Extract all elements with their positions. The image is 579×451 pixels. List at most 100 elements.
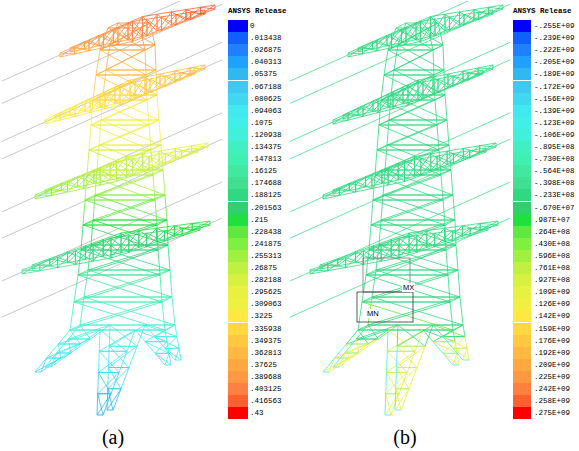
tower-member: [435, 95, 445, 100]
legend-value: -.139E+09: [534, 105, 575, 117]
tower-member: [77, 177, 78, 187]
legend-value: .403125: [250, 383, 282, 395]
tower-member: [85, 239, 103, 259]
tower-member: [356, 339, 378, 340]
tower-member: [145, 77, 146, 94]
tower-member: [94, 163, 110, 183]
tower-member: [333, 353, 359, 367]
tower-member: [444, 228, 445, 242]
legend-swatch: [513, 141, 531, 153]
tower-member: [160, 270, 170, 275]
conductor-wire: [290, 60, 510, 159]
tower-member: [433, 45, 443, 50]
tower-member: [157, 14, 158, 31]
tower-member: [90, 325, 110, 339]
tower-member: [192, 223, 193, 230]
tower-member: [480, 223, 498, 225]
tower-member: [445, 14, 446, 31]
tower-member: [157, 12, 172, 14]
tower-member: [93, 95, 103, 100]
tower-member: [157, 95, 159, 120]
tower-member: [150, 86, 165, 92]
tower-member: [398, 157, 414, 181]
legend-value: .174688: [250, 177, 282, 189]
legend-value: .258E+09: [534, 395, 570, 407]
legend-value: -.730E+08: [534, 153, 575, 165]
tower-member: [463, 71, 464, 81]
tower-member: [60, 113, 61, 120]
legend-swatch: [228, 274, 248, 286]
tower-member: [99, 29, 114, 35]
tower-member: [106, 45, 155, 70]
tower-member: [85, 200, 155, 201]
tower-member: [480, 221, 498, 231]
tower-member: [145, 50, 146, 75]
tower-member: [175, 148, 176, 158]
tower-member: [447, 148, 463, 164]
legend-swatch: [228, 44, 248, 56]
legend-swatch: [228, 262, 248, 274]
tower-member: [47, 358, 61, 359]
tower-member: [162, 297, 172, 302]
tower-member: [395, 389, 409, 410]
tower-member: [439, 150, 441, 175]
tower-member: [156, 228, 157, 242]
tower-member: [143, 154, 159, 165]
tower-member: [175, 146, 191, 159]
tower-lattice: [22, 5, 215, 415]
tower-member: [396, 388, 409, 389]
tower-member: [443, 45, 444, 70]
tower-member: [161, 17, 162, 31]
tower-member: [480, 143, 496, 153]
legend-value: .16125: [250, 165, 277, 177]
legend-value: .188125: [250, 189, 282, 201]
legend-swatch: [228, 81, 248, 93]
tower-member: [366, 275, 448, 276]
legend-swatch: [513, 202, 531, 214]
tower-member: [445, 220, 455, 225]
tower-member: [415, 154, 431, 177]
conductor-wire: [290, 42, 510, 141]
tower-member: [88, 270, 170, 271]
legend-value: .43: [250, 407, 264, 419]
tower-member: [163, 170, 165, 195]
tower-member: [192, 223, 210, 225]
conductor-wires: [290, 1, 510, 317]
tower-member: [45, 120, 60, 121]
tower-member: [108, 388, 121, 389]
tower-member: [109, 367, 130, 368]
tower-member: [377, 40, 378, 50]
tower-member: [98, 394, 103, 415]
tower-member: [381, 95, 391, 100]
tower-member: [84, 270, 170, 297]
tower-member: [126, 157, 127, 177]
tower-member: [460, 12, 475, 20]
tower-member: [74, 275, 78, 302]
tower-member: [182, 228, 183, 235]
tower-member: [108, 388, 121, 389]
tower-member: [97, 373, 99, 394]
tower-member: [78, 275, 160, 276]
legend-swatch: [228, 238, 248, 250]
tower-member: [162, 302, 165, 330]
tower-member: [93, 195, 165, 220]
tower-member: [366, 270, 376, 275]
min-marker-label: MN: [366, 309, 380, 318]
tower-member: [381, 244, 382, 261]
tower-member: [391, 233, 409, 256]
tower-member: [99, 145, 161, 146]
tower-member: [88, 270, 172, 297]
tower-member: [372, 297, 460, 298]
tower-member: [453, 330, 455, 342]
tower-member: [381, 244, 382, 261]
tower-member: [415, 154, 431, 157]
tower-member: [83, 175, 84, 189]
tower-member: [51, 353, 71, 367]
tower-member: [186, 10, 187, 20]
tower-member: [382, 170, 398, 180]
tower-member: [343, 108, 358, 119]
tower-member: [78, 270, 88, 275]
tower-member: [387, 372, 408, 373]
tower-member: [106, 70, 157, 95]
tower-member: [171, 12, 172, 26]
